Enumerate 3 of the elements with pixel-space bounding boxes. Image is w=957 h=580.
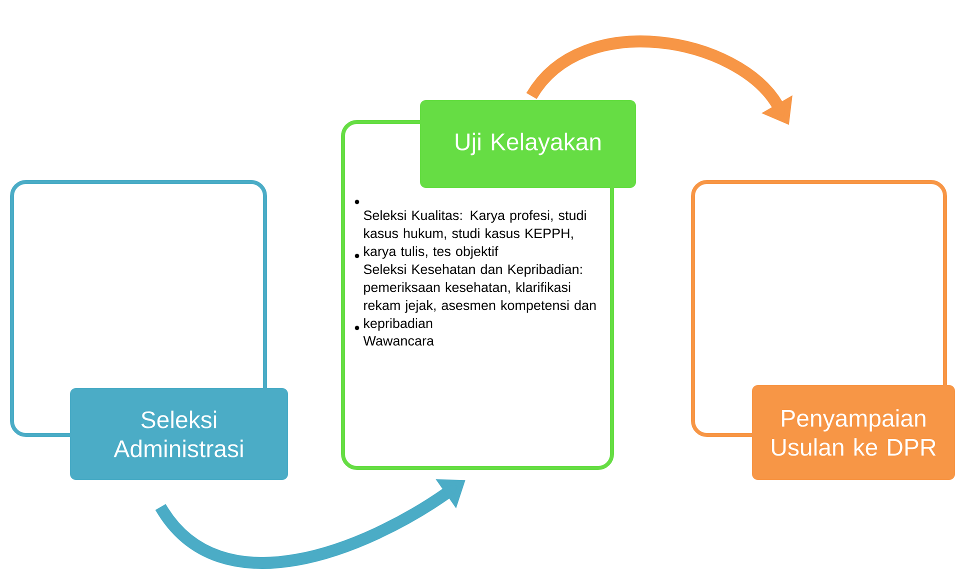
stage-heading: Penyampaian Usulan ke DPR [752, 385, 955, 480]
stage-heading: Uji Kelayakan [420, 100, 636, 188]
stage-heading: Seleksi Administrasi [70, 388, 288, 480]
